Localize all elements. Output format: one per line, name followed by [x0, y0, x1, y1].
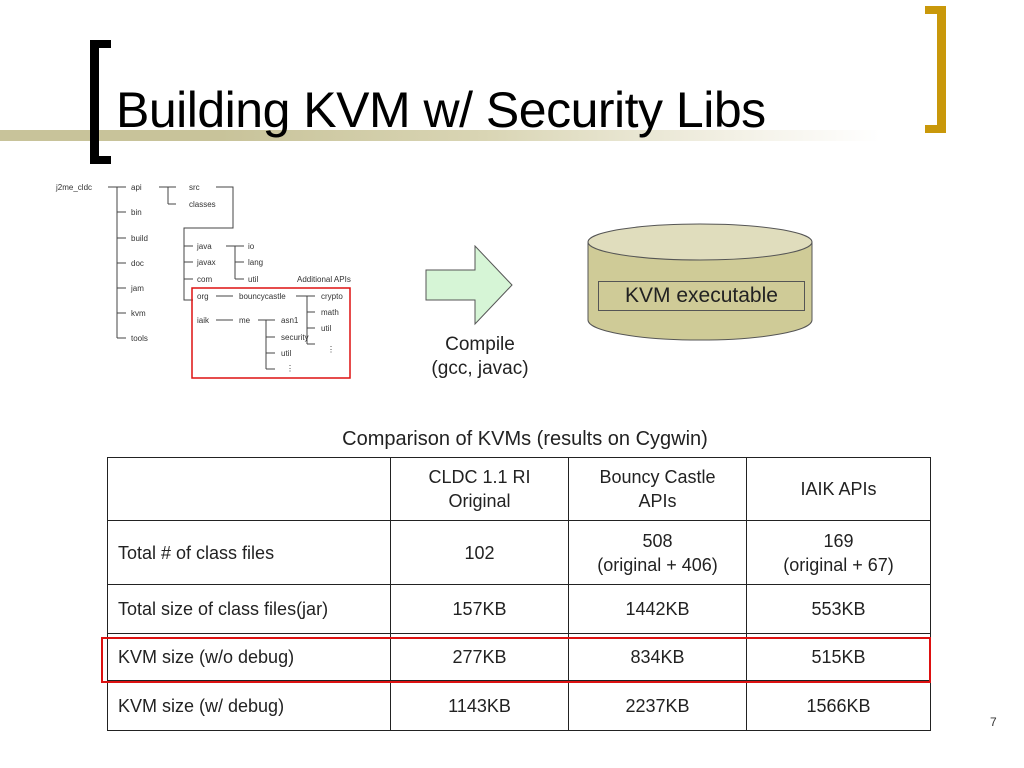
table-cell: 834KB	[568, 633, 747, 681]
tree-level1: api bin build doc jam kvm tools	[117, 183, 148, 343]
table-row: KVM size (w/ debug) 1143KB 2237KB 1566KB	[107, 680, 931, 731]
table-cell: 102	[390, 520, 569, 585]
tree-node: kvm	[131, 309, 146, 318]
table-row: Total # of class files 102 508(original …	[107, 520, 931, 585]
tree-node: com	[197, 275, 212, 284]
table-row: Total size of class files(jar) 157KB 144…	[107, 584, 931, 634]
additional-apis-highlight	[191, 287, 351, 379]
table-cell: 2237KB	[568, 680, 747, 731]
compile-label-line1: Compile	[445, 334, 515, 355]
tree-node: iaik	[197, 316, 210, 325]
table-cell: 1442KB	[568, 584, 747, 634]
tree-node: me	[239, 316, 251, 325]
tree-node: ⋮	[327, 345, 335, 354]
tree-node: doc	[131, 259, 144, 268]
title-underline-bar	[0, 130, 880, 141]
tree-node: lang	[248, 258, 263, 267]
tree-node: asn1	[281, 316, 299, 325]
tree-node: org	[197, 292, 209, 301]
table-cell: 1566KB	[746, 680, 931, 731]
table-cell: 553KB	[746, 584, 931, 634]
table-cell: 515KB	[746, 633, 931, 681]
header-cell-empty	[107, 457, 391, 521]
tree-node: classes	[189, 200, 216, 209]
page-number: 7	[990, 715, 997, 729]
table-row-highlighted: KVM size (w/o debug) 277KB 834KB 515KB	[107, 633, 931, 681]
additional-apis-label: Additional APIs	[297, 275, 351, 284]
left-bracket-decoration	[90, 40, 111, 164]
cylinder-icon	[587, 223, 813, 341]
table-cell: 169(original + 67)	[746, 520, 931, 585]
tree-node: math	[321, 308, 339, 317]
tree-node: bin	[131, 208, 142, 217]
tree-node: util	[321, 324, 331, 333]
tree-node: crypto	[321, 292, 343, 301]
tree-node: javax	[196, 258, 216, 267]
header-cell: IAIK APIs	[746, 457, 931, 521]
table-cell: 1143KB	[390, 680, 569, 731]
compile-label: Compile (gcc, javac)	[410, 333, 550, 381]
tree-node: security	[281, 333, 309, 342]
tree-node: java	[196, 242, 212, 251]
row-label: KVM size (w/o debug)	[107, 633, 391, 681]
tree-node: io	[248, 242, 255, 251]
table-cell: 508(original + 406)	[568, 520, 747, 585]
tree-node: util	[248, 275, 258, 284]
slide-title: Building KVM w/ Security Libs	[116, 82, 766, 138]
right-arrow-icon	[425, 245, 513, 326]
tree-node: src	[189, 183, 200, 192]
tree-node: api	[131, 183, 142, 192]
tree-node: bouncycastle	[239, 292, 286, 301]
tree-node: jam	[130, 284, 144, 293]
tree-node: tools	[131, 334, 148, 343]
directory-tree: j2me_cldc api bin build doc jam kvm tool…	[55, 183, 351, 379]
kvm-executable-label: KVM executable	[598, 281, 805, 311]
right-bracket-decoration	[925, 6, 946, 133]
tree-node: ⋮	[286, 364, 294, 373]
tree-node: build	[131, 234, 148, 243]
compile-label-line2: (gcc, javac)	[431, 358, 529, 379]
table-caption: Comparison of KVMs (results on Cygwin)	[342, 428, 708, 450]
row-label: KVM size (w/ debug)	[107, 680, 391, 731]
tree-node-root: j2me_cldc	[55, 183, 92, 192]
row-label: Total # of class files	[107, 520, 391, 585]
row-label: Total size of class files(jar)	[107, 584, 391, 634]
tree-node: util	[281, 349, 291, 358]
table-cell: 277KB	[390, 633, 569, 681]
table-cell: 157KB	[390, 584, 569, 634]
